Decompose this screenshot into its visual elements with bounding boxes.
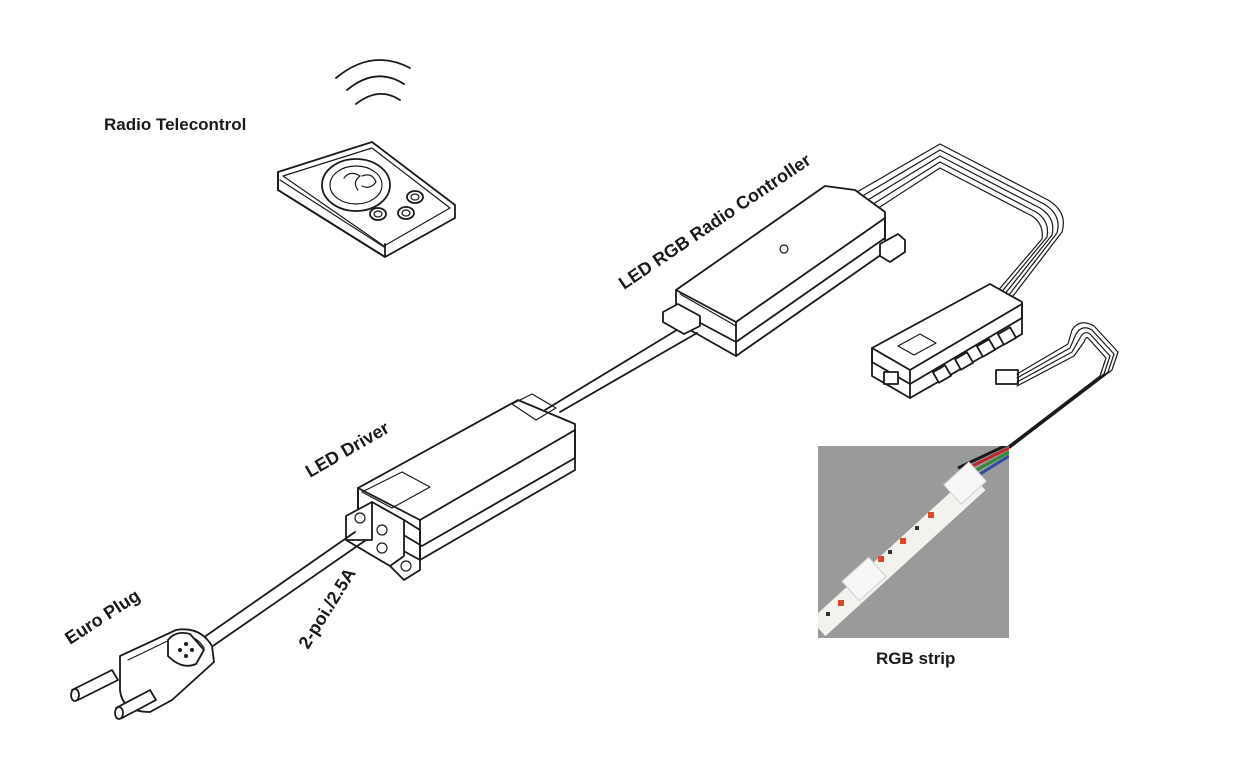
euro-plug-icon — [70, 628, 215, 720]
label-euro-plug: Euro Plug — [61, 585, 143, 648]
led-driver-device — [345, 393, 576, 581]
strip-connector-cable — [995, 322, 1119, 455]
label-radio-telecontrol: Radio Telecontrol — [104, 115, 246, 134]
mains-cable — [199, 531, 367, 649]
label-led-driver: LED Driver — [302, 418, 393, 482]
rgb-controller-device — [662, 185, 906, 357]
radio-waves-icon — [335, 59, 411, 105]
label-cable-spec: 2-poi./2.5A — [294, 564, 359, 652]
rgb-strip-photo — [818, 446, 1009, 638]
controller-output-cable — [849, 143, 1064, 301]
label-rgb-strip: RGB strip — [876, 649, 955, 668]
driver-to-controller-cable — [544, 321, 698, 413]
rgb-distributor-block — [871, 283, 1023, 399]
remote-control-icon — [277, 141, 456, 258]
